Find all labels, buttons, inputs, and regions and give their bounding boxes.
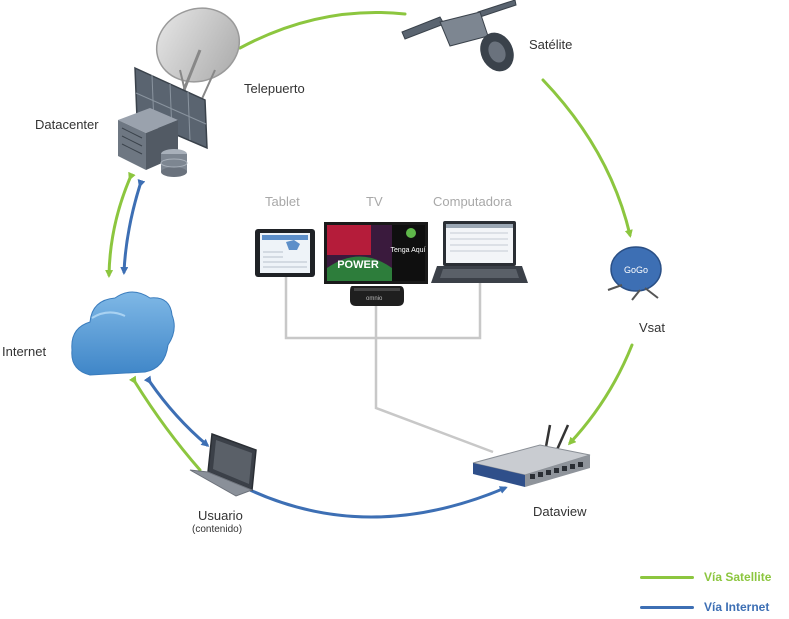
link-usuario-dataview [248, 486, 508, 519]
set-top-box-icon: omnio [350, 286, 404, 306]
datacenter-icon [118, 66, 208, 177]
device-wiring [284, 277, 494, 454]
telepuerto-dish-icon [155, 7, 241, 113]
set-top-box-brand: omnio [366, 296, 383, 302]
vsat-badge: GoGo [624, 265, 648, 275]
link-vsat-dataview [567, 343, 634, 446]
link-satelite-vsat [541, 78, 633, 238]
label-vsat: Vsat [639, 320, 666, 335]
label-dataview: Dataview [533, 504, 587, 519]
vsat-dish-icon: GoGo [607, 246, 662, 301]
satellite-icon [401, 0, 517, 72]
label-usuario: Usuario [198, 508, 243, 523]
label-internet: Internet [2, 344, 47, 359]
tv-icon: POWER Tenga Aquí [324, 222, 428, 284]
legend-swatch-satellite [640, 575, 694, 579]
legend-item-internet: Vía Internet [640, 600, 769, 614]
link-datacenter-internet-net [120, 179, 146, 275]
link-internet-usuario-net [143, 375, 210, 447]
tv-screen-headline: POWER [337, 259, 379, 271]
legend-label-internet: Vía Internet [704, 600, 770, 614]
label-tablet: Tablet [265, 194, 300, 209]
dataview-router-icon [472, 424, 591, 487]
label-computadora: Computadora [433, 194, 512, 209]
label-datacenter: Datacenter [35, 117, 99, 132]
tablet-icon [255, 229, 315, 277]
label-tv: TV [366, 194, 383, 209]
internet-cloud-icon [71, 291, 175, 376]
label-usuario-sub: (contenido) [192, 524, 243, 535]
label-satelite: Satélite [529, 37, 573, 52]
link-datacenter-internet-sat [105, 171, 136, 278]
link-telepuerto-satelite [238, 10, 407, 50]
legend-label-satellite: Vía Satellite [704, 570, 772, 584]
usuario-laptop-icon [189, 432, 257, 497]
legend-item-satellite: Vía Satellite [640, 570, 771, 584]
link-internet-usuario-sat [128, 375, 202, 472]
legend-swatch-internet [640, 605, 694, 609]
computadora-laptop-icon [431, 221, 528, 283]
tv-screen-promo: Tenga Aquí [390, 247, 425, 254]
label-telepuerto: Telepuerto [244, 81, 305, 96]
